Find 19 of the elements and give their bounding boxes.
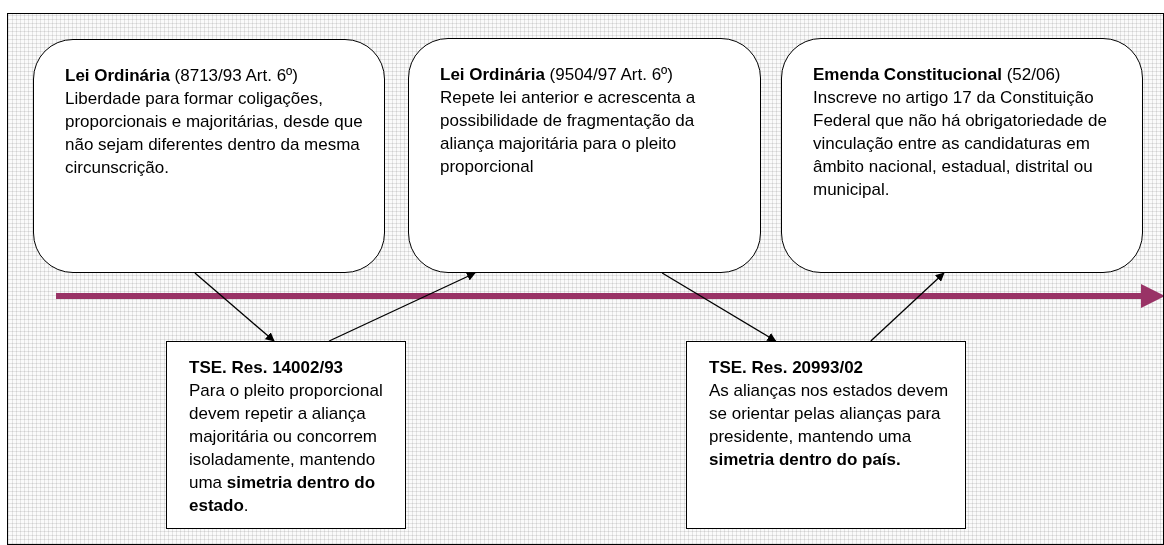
box-heading: Lei Ordinária (9504/97 Art. 6º) [440,64,674,86]
text-box [686,341,966,529]
box-heading: TSE. Res. 20993/02 [709,357,865,379]
box-heading: TSE. Res. 14002/93 [189,357,345,379]
arrow [328,272,476,342]
arrow [661,272,777,342]
box-heading: Lei Ordinária (8713/93 Art. 6º) [65,65,299,87]
rounded-box [33,39,385,273]
box-text: Repete lei anterior e acrescenta a possibilidade de fragmentação da aliança majoritária para o pleito proporcional [440,87,697,178]
rounded-box [408,38,761,273]
rounded-box [781,38,1143,273]
box-text: Liberdade para formar coligações, proporcionais e majoritárias, desde que não sejam diferentes dentro da mesma circunscrição. [65,88,364,179]
box-text: As alianças nos estados devem se orientar pelas alianças para presidente, mantendo uma simetria dentro do país. [709,380,950,471]
box-heading: Emenda Constitucional (52/06) [813,64,1062,86]
box-text: Para o pleito proporcional devem repetir a aliança majoritária ou concorrem isoladamente, mantendo uma simetria dentro do estado. [189,380,384,517]
arrow [194,272,275,342]
text-box [166,341,406,529]
arrow [870,272,945,342]
box-text: Inscreve no artigo 17 da Constituição Federal que não há obrigatoriedade de vinculação entre as candidaturas em âmbito nacional, estadual, distrital ou municipal. [813,87,1108,201]
